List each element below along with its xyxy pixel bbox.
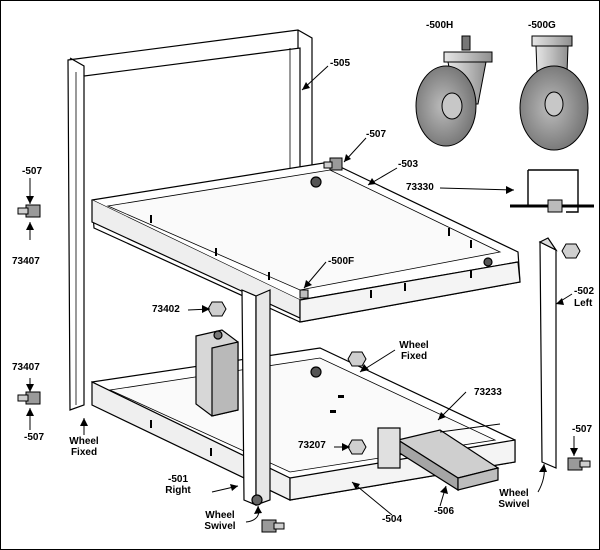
arrow-icons	[26, 82, 578, 514]
label-73407-top: 73407	[12, 256, 40, 267]
label-504: -504	[382, 514, 403, 525]
label-wheel-swivel-right-line1: Wheel	[499, 488, 529, 499]
label-wheel-swivel-right: Wheel Swivel	[494, 488, 534, 510]
label-502-side: Left	[574, 298, 593, 309]
axle-bracket	[377, 423, 501, 492]
label-507-bottom-left: -507	[24, 432, 45, 443]
nut-icon	[347, 351, 367, 367]
nut-icon	[347, 439, 367, 455]
label-wheel-fixed-center-line2: Fixed	[400, 351, 428, 362]
label-501: -501 Right	[158, 474, 198, 496]
label-wheel-fixed-center-line1: Wheel	[399, 340, 429, 351]
side-rail-right	[241, 289, 271, 506]
label-500h: -500H	[426, 20, 454, 31]
label-500f: -500F	[328, 256, 355, 267]
top-shelf	[91, 161, 521, 323]
label-500g: -500G	[528, 20, 556, 31]
bolt-icon	[17, 391, 41, 405]
label-wheel-swivel-right-line2: Swivel	[498, 499, 530, 510]
label-wheel-swivel-left-line2: Swivel	[204, 521, 236, 532]
bolt-icon	[261, 519, 285, 533]
side-rail-left	[538, 237, 558, 469]
bolt-icon	[323, 157, 343, 171]
bolt-icon	[567, 457, 591, 471]
handle-frame	[67, 29, 313, 411]
caster-mount-bracket	[195, 329, 239, 417]
label-wheel-fixed-left-line1: Wheel	[69, 436, 99, 447]
label-73207: 73207	[298, 440, 326, 451]
label-73407-bottom: 73407	[12, 362, 40, 373]
label-73233: 73233	[474, 387, 502, 398]
label-wheel-fixed-left-line2: Fixed	[70, 447, 98, 458]
label-502: -502	[574, 286, 595, 297]
label-501-number: -501	[167, 474, 188, 485]
bolt-icons	[17, 157, 591, 533]
label-wheel-fixed-center: Wheel Fixed	[396, 340, 432, 362]
label-507-left: -507	[22, 166, 43, 177]
nut-icon	[561, 243, 581, 259]
label-73402: 73402	[152, 304, 180, 315]
lock-pin-icon	[510, 169, 594, 213]
label-506: -506	[434, 506, 455, 517]
label-507-top: -507	[366, 129, 387, 140]
bolt-icon	[17, 204, 41, 218]
label-507-right: -507	[572, 424, 593, 435]
label-505: -505	[330, 58, 351, 69]
nut-icon	[207, 301, 227, 317]
label-503: -503	[398, 159, 419, 170]
label-73330: 73330	[406, 182, 434, 193]
swivel-caster-icon	[415, 35, 493, 147]
fixed-caster-icon	[519, 35, 589, 151]
label-wheel-swivel-left: Wheel Swivel	[200, 510, 240, 532]
bolt-icon	[299, 289, 309, 299]
label-501-side: Right	[165, 485, 191, 496]
label-wheel-fixed-left: Wheel Fixed	[66, 436, 102, 458]
label-wheel-swivel-left-line1: Wheel	[205, 510, 235, 521]
